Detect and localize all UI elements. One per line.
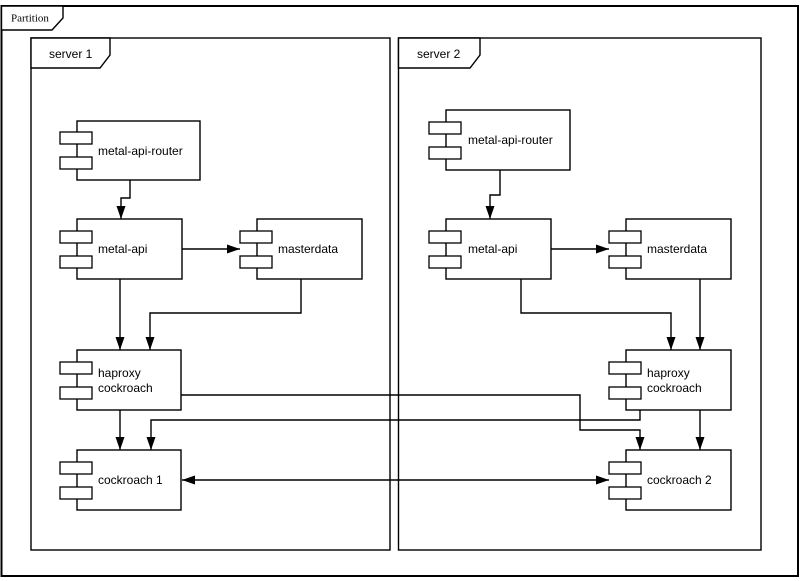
component-tab-icon xyxy=(59,131,93,145)
server1-label: server 1 xyxy=(49,47,93,61)
component-label: masterdata xyxy=(278,242,338,256)
edge-s2-router-to-s2-metal-api xyxy=(485,170,501,219)
component-tab-icon xyxy=(608,230,642,244)
component-tab-icon xyxy=(59,156,93,170)
component-tab-icon xyxy=(59,361,93,375)
edge-s1-haproxy-to-s2-cockroach2 xyxy=(181,394,645,450)
component-box xyxy=(76,120,201,181)
component-s2-metal-api: metal-api xyxy=(428,218,552,280)
component-box xyxy=(445,109,571,171)
component-box xyxy=(445,218,552,280)
component-tab-icon xyxy=(428,230,462,244)
component-label: cockroach 2 xyxy=(647,473,712,487)
component-s1-masterdata: masterdata xyxy=(239,218,363,280)
component-box xyxy=(625,349,732,411)
partition-tab xyxy=(0,5,64,31)
component-s1-cockroach-1: cockroach 1 xyxy=(59,449,182,511)
component-label: metal-api-router xyxy=(98,144,183,158)
component-s1-haproxy-cockroach: haproxy cockroach xyxy=(59,349,182,411)
server1-frame: server 1 xyxy=(30,37,391,551)
connections xyxy=(115,170,705,485)
component-tab-icon xyxy=(59,386,93,400)
component-box xyxy=(76,449,182,511)
server1-border xyxy=(30,37,391,551)
component-tab-icon xyxy=(608,386,642,400)
edge-s2-haproxy-to-s1-cockroach1 xyxy=(146,410,641,450)
component-box xyxy=(256,218,363,280)
server2-tab xyxy=(397,37,481,69)
component-tab-icon xyxy=(608,461,642,475)
component-box xyxy=(625,218,732,280)
component-label: metal-api xyxy=(98,242,147,256)
component-box xyxy=(76,218,183,280)
component-tab-icon xyxy=(59,230,93,244)
component-tab-icon xyxy=(59,486,93,500)
component-box xyxy=(625,449,732,511)
edge-s2-metal-api-to-s2-haproxy xyxy=(520,279,676,350)
edge-s1-masterdata-to-s1-haproxy xyxy=(145,279,302,350)
component-label: metal-api xyxy=(468,242,517,256)
partition-frame: Partition xyxy=(0,5,799,577)
component-tab-icon xyxy=(59,255,93,269)
component-s1-metal-api-router: metal-api-router xyxy=(59,120,201,181)
component-s2-metal-api-router: metal-api-router xyxy=(428,109,571,171)
component-s2-cockroach-2: cockroach 2 xyxy=(608,449,732,511)
component-tab-icon xyxy=(608,486,642,500)
component-tab-icon xyxy=(59,461,93,475)
component-label: metal-api-router xyxy=(468,133,553,147)
component-tab-icon xyxy=(239,255,273,269)
component-tab-icon xyxy=(428,255,462,269)
component-s2-masterdata: masterdata xyxy=(608,218,732,280)
component-tab-icon xyxy=(239,230,273,244)
component-tab-icon xyxy=(428,121,462,135)
component-s1-metal-api: metal-api xyxy=(59,218,183,280)
component-label: cockroach xyxy=(98,381,153,395)
component-tab-icon xyxy=(608,361,642,375)
component-box xyxy=(76,349,182,411)
component-tab-icon xyxy=(428,146,462,160)
partition-label: Partition xyxy=(11,13,49,25)
component-label: haproxy xyxy=(98,366,141,380)
component-label: masterdata xyxy=(647,242,707,256)
server1-tab xyxy=(30,37,111,69)
component-label: haproxy xyxy=(647,366,690,380)
component-tab-icon xyxy=(608,255,642,269)
server2-frame: server 2 xyxy=(397,37,762,551)
server2-border xyxy=(397,37,762,551)
server2-label: server 2 xyxy=(417,47,461,61)
partition-border xyxy=(0,5,799,577)
component-s2-haproxy-cockroach: haproxy cockroach xyxy=(608,349,732,411)
component-label: cockroach 1 xyxy=(98,473,163,487)
component-label: cockroach xyxy=(647,381,702,395)
edge-s1-router-to-s1-metal-api xyxy=(116,180,131,219)
